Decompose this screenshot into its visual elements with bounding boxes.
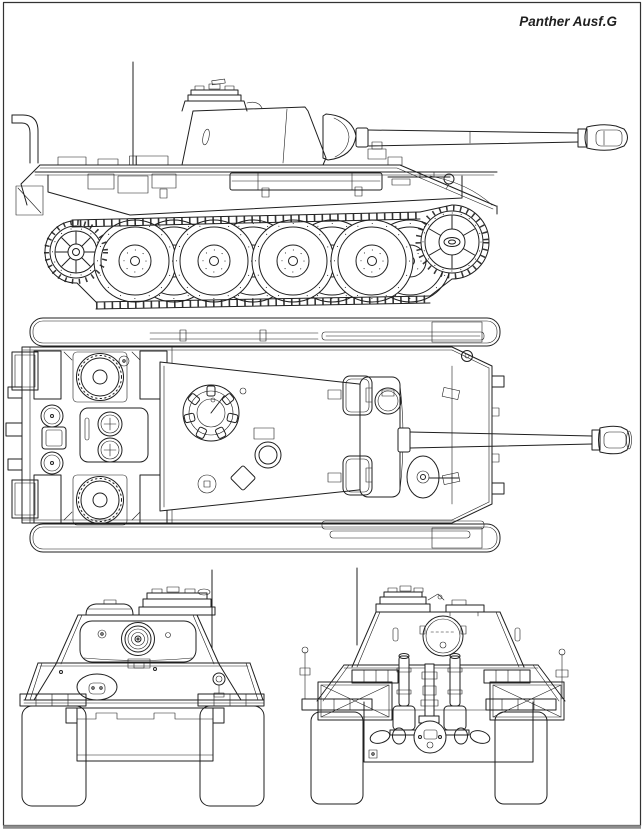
mantlet (359, 376, 411, 498)
muzzle-brake (577, 124, 628, 151)
turret-rail (445, 599, 485, 617)
ring-mount (374, 387, 402, 415)
mantlet (79, 620, 197, 663)
tow-shackle (491, 375, 505, 388)
sponson-tools (149, 329, 485, 539)
vane-sight (239, 387, 247, 395)
front-view (19, 569, 265, 807)
headlight (443, 173, 455, 185)
exhaust-pipes (389, 653, 470, 736)
gun-barrel (409, 425, 632, 455)
mantlet (322, 113, 369, 161)
gun-sight (165, 632, 171, 638)
cooling-fan (72, 351, 128, 403)
turret (351, 611, 525, 668)
gun-barrel (367, 124, 628, 151)
running-gear (44, 204, 490, 310)
fender-tools (387, 171, 451, 186)
turret (181, 106, 369, 166)
track (310, 711, 548, 805)
commander-cupola (375, 585, 445, 613)
headlight (212, 672, 226, 698)
fender (301, 698, 557, 711)
headlight (461, 350, 473, 362)
cooling-fan (72, 474, 128, 526)
travel-lock (367, 148, 387, 160)
coax-mg-port (97, 629, 107, 639)
drawing-title: Panther Ausf.G (519, 14, 617, 29)
idler-wheel (49, 225, 103, 279)
mg-ball-mount (406, 455, 460, 499)
roof-vent (85, 599, 134, 616)
tow-shackle (491, 482, 505, 495)
rear-plate (363, 701, 534, 763)
front-hull-hatches (327, 375, 461, 499)
loader-hatch (230, 465, 256, 491)
vent-ring (254, 441, 282, 469)
drive-sprocket (420, 210, 484, 274)
jack-base (413, 720, 447, 754)
spare-track-rack (351, 669, 531, 684)
rear-turret-hatch (419, 615, 467, 657)
gun-muzzle-front (121, 622, 155, 656)
jack (418, 663, 440, 724)
exhaust-stubs (5, 386, 23, 471)
commander-cupola (138, 586, 216, 616)
lower-front-plate (65, 707, 225, 762)
track (44, 204, 490, 310)
fuel-filler-caps (40, 404, 67, 475)
rear-view (299, 567, 569, 805)
muzzle-brake (591, 425, 632, 455)
width-indicator (299, 646, 569, 700)
track (21, 705, 265, 807)
commander-cupola (181, 78, 263, 112)
turret (55, 614, 220, 669)
side-bin (229, 172, 383, 191)
mg-ball-mount (76, 673, 118, 701)
hull (19, 662, 265, 762)
rear-stowage-boxes (11, 351, 39, 519)
spare-tracks (87, 173, 177, 194)
stowage-box (317, 681, 393, 721)
hull (299, 646, 569, 763)
engine-access-hatch (79, 407, 149, 463)
turret (159, 361, 411, 512)
tow-shackles (369, 727, 491, 745)
top-view (5, 317, 632, 553)
commander-cupola (182, 384, 240, 442)
antenna (129, 61, 137, 166)
stowage-box (489, 681, 565, 721)
side-view (11, 61, 628, 310)
